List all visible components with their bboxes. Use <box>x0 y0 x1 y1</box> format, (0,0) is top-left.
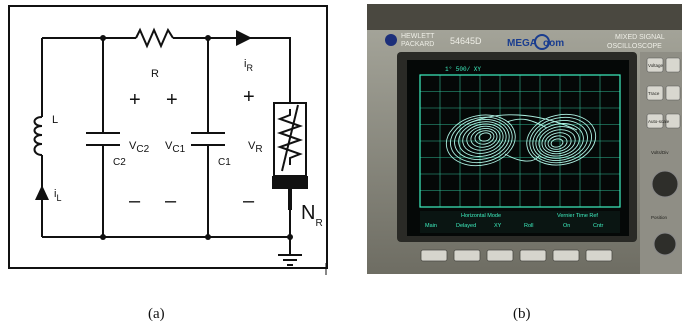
junction-dot <box>205 234 211 240</box>
chua-diode-lead <box>288 189 292 210</box>
junction-dot <box>287 234 293 240</box>
side-button-label: Auto-scale <box>648 119 670 124</box>
right-label: Volts/Div <box>651 150 669 155</box>
menu-title: Horizontal Mode <box>461 213 501 219</box>
screen-graticule <box>420 75 620 207</box>
top-wire <box>42 37 291 103</box>
softkey-label-xy: XY <box>494 223 502 229</box>
label-r: R <box>151 68 159 80</box>
megazoom-z-icon <box>534 34 550 50</box>
attractor-bridge <box>466 114 578 162</box>
minus-sign: – <box>243 190 255 212</box>
side-button[interactable] <box>665 85 681 101</box>
brand-line-2: PACKARD <box>401 41 434 48</box>
attractor-orbit <box>450 116 513 164</box>
label-vc1: VC1 <box>165 140 186 155</box>
attractor-orbit <box>550 138 564 148</box>
attractor-orbit <box>541 129 576 155</box>
schematic-frame <box>8 5 328 269</box>
label-nr: NR <box>301 202 323 229</box>
arrow-ir-icon <box>236 30 252 46</box>
minus-sign: – <box>165 190 177 212</box>
graticule-border <box>419 74 621 208</box>
plus-sign: + <box>243 86 255 108</box>
attractor-orbit <box>445 114 516 167</box>
attractor-orbit <box>532 120 588 161</box>
model-number: 54645D <box>450 36 482 46</box>
softkey-button[interactable] <box>552 249 580 262</box>
softkey-button[interactable] <box>585 249 613 262</box>
softkey-button[interactable] <box>486 249 514 262</box>
menu-title-right: Vernier Time Ref <box>557 213 598 219</box>
plus-sign: + <box>166 89 178 111</box>
label-l: L <box>52 114 58 126</box>
side-button[interactable] <box>665 57 681 73</box>
side-button[interactable] <box>646 85 664 101</box>
attractor-orbit <box>454 119 510 160</box>
softkey-button[interactable] <box>420 249 448 262</box>
label-il: iL <box>54 188 61 203</box>
attractor-orbit <box>478 132 492 142</box>
inductor-l <box>33 116 43 156</box>
plus-sign: + <box>129 89 141 111</box>
junction-dot <box>100 35 106 41</box>
product-line-1: MIXED SIGNAL <box>615 34 665 41</box>
product-line-2: OSCILLOSCOPE <box>607 43 662 50</box>
label-vc2: VC2 <box>129 140 150 155</box>
label-ir: iR <box>244 58 253 73</box>
resistor-r <box>135 27 174 49</box>
softkey-label-on: On <box>563 223 570 229</box>
softkey-row <box>420 249 613 262</box>
brand-line-1: HEWLETT <box>401 33 435 40</box>
oscilloscope-photo: HEWLETT PACKARD 54645D MIXED SIGNAL OSCI… <box>367 4 682 274</box>
attractor-orbit <box>462 123 504 154</box>
right-label: Position <box>651 215 668 220</box>
hp-logo-icon <box>385 34 397 46</box>
minus-sign: – <box>129 190 141 212</box>
junction-dot <box>100 234 106 240</box>
label-c2: C2 <box>113 157 126 168</box>
label-vr: VR <box>248 140 263 155</box>
attractor-orbit <box>458 121 507 157</box>
softkey-menu-bar <box>420 211 620 233</box>
screen-status-line: 1° 500/ XY <box>445 66 481 73</box>
chua-circuit-schematic: L R iR VC2 VC1 VR C2 C1 iL NR + + + – – … <box>8 5 328 275</box>
attractor-orbit <box>474 130 495 145</box>
label-c1: C1 <box>218 157 231 168</box>
attractor-orbit <box>538 126 580 157</box>
double-scroll-attractor <box>445 113 597 167</box>
softkey-label-cntr: Cntr <box>593 223 604 229</box>
side-button[interactable] <box>646 57 664 73</box>
softkey-label-main: Main <box>425 223 437 229</box>
caption-b: (b) <box>513 306 531 322</box>
chua-diode-bar <box>272 176 308 189</box>
side-button-label: Trace <box>648 91 660 96</box>
softkey-button[interactable] <box>453 249 481 262</box>
attractor-orbit <box>535 123 584 159</box>
arrow-il-icon <box>35 185 49 200</box>
junction-dot <box>205 35 211 41</box>
side-button[interactable] <box>646 113 664 129</box>
attractor-orbit <box>529 116 592 164</box>
attractor-orbit <box>466 125 501 151</box>
scope-top-strip <box>367 4 682 30</box>
bottom-wire <box>42 210 291 238</box>
side-button-label: Voltage <box>648 63 664 68</box>
attractor-orbit <box>526 113 597 166</box>
attractor-orbit <box>470 127 498 148</box>
softkey-label-delayed: Delayed <box>456 223 476 229</box>
softkey-label-roll: Roll <box>524 223 533 229</box>
position-knob[interactable] <box>653 232 677 256</box>
attractor-orbit <box>544 132 572 153</box>
chua-diode-slash <box>281 104 299 172</box>
caption-a: (a) <box>148 306 165 322</box>
side-button[interactable] <box>665 113 681 129</box>
attractor-orbit <box>547 135 568 150</box>
volts-div-knob[interactable] <box>651 170 679 198</box>
softkey-button[interactable] <box>519 249 547 262</box>
